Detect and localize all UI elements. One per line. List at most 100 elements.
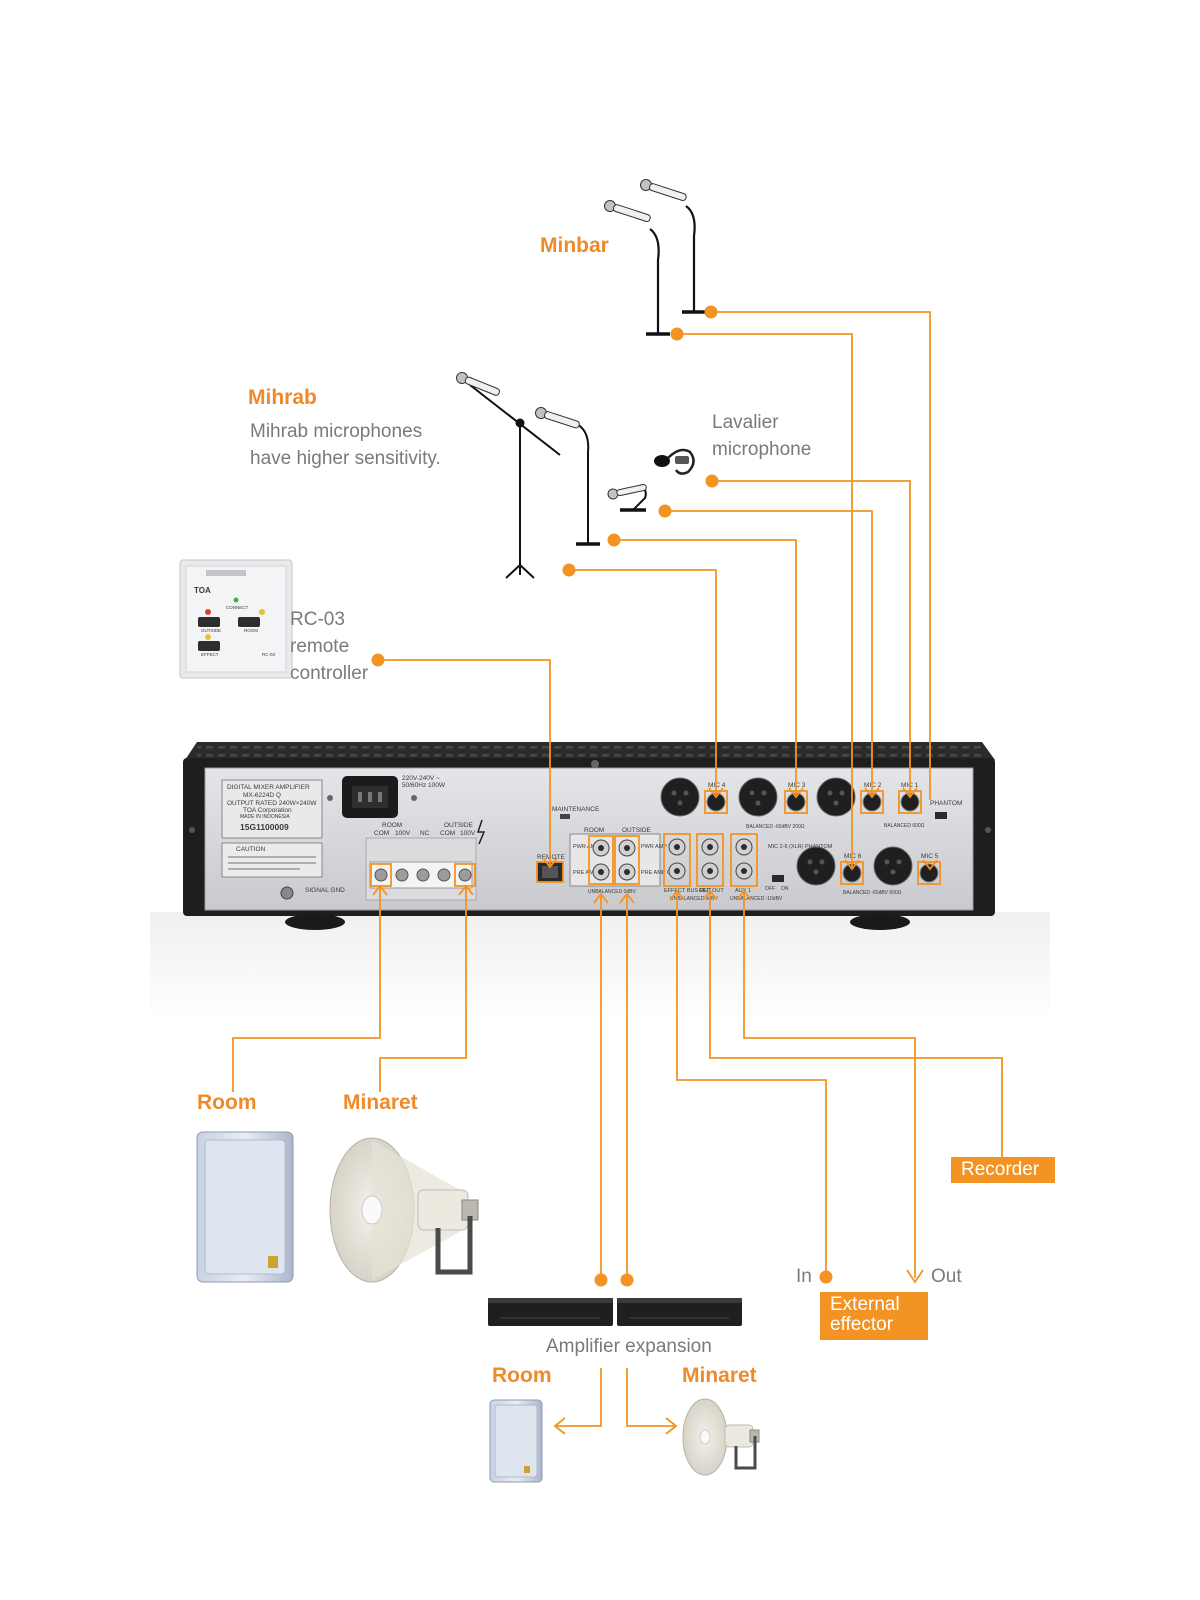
lavalier-microphone-icon xyxy=(654,448,695,475)
line-minbar-b-mic6 xyxy=(677,333,853,868)
label-rc03-line2: remote xyxy=(290,636,350,657)
connection-dots xyxy=(371,305,833,1287)
label-room-expansion: Room xyxy=(492,1364,552,1387)
label-lavalier-line1: Lavalier xyxy=(712,412,779,433)
svg-text:TOA Corporation: TOA Corporation xyxy=(243,807,292,814)
svg-text:OFF: OFF xyxy=(765,886,775,892)
recorder-box: Recorder xyxy=(951,1157,1055,1183)
rca-amp-io: ROOM OUTSIDE PWR AMP IN PRE AMP OUT PWR … xyxy=(569,827,679,895)
svg-text:100V: 100V xyxy=(395,830,411,837)
svg-text:CONNECT: CONNECT xyxy=(226,605,249,610)
svg-text:MAINTENANCE: MAINTENANCE xyxy=(552,806,600,813)
mihrab-mic-heads xyxy=(456,372,647,500)
line-recorder xyxy=(709,892,1003,1158)
room-speaker xyxy=(196,1131,294,1283)
line-desk-mic-mic2 xyxy=(665,510,873,795)
mic-inputs: MIC 4 MIC 3 MIC 2 MIC 1 MIC 6 MIC 5 PHAN… xyxy=(660,777,962,896)
svg-text:REMOTE: REMOTE xyxy=(537,854,565,861)
line-minaret-speaker xyxy=(379,888,467,1092)
minbar-mic-a-stand xyxy=(685,205,696,312)
rca-line-io: EFFECT BUS OUT REC OUT AUX 1 UNBALANCED … xyxy=(663,833,783,902)
line-lavalier-mic1 xyxy=(712,480,911,795)
svg-text:PHANTOM: PHANTOM xyxy=(930,800,962,807)
connection-arrows xyxy=(372,787,938,1435)
external-effector-line2: effector xyxy=(830,1314,894,1335)
svg-text:REC OUT: REC OUT xyxy=(699,888,724,894)
svg-text:PRE AMP OUT: PRE AMP OUT xyxy=(641,870,679,876)
line-exp-minaret xyxy=(626,1368,676,1427)
svg-text:220V-240V ~: 220V-240V ~ xyxy=(402,775,440,782)
svg-text:BALANCED -60dBV 600Ω: BALANCED -60dBV 600Ω xyxy=(843,890,902,896)
minbar-mic-b-stand xyxy=(649,228,660,334)
line-mihrab-b-mic4 xyxy=(569,569,717,795)
rc03-room-button xyxy=(238,617,260,627)
svg-text:MX-6224D Q: MX-6224D Q xyxy=(243,792,281,799)
minbar-mic-heads xyxy=(604,179,687,223)
rc03-effect-button xyxy=(198,641,220,651)
svg-text:MIC 2-6 (XLR) PHANTOM: MIC 2-6 (XLR) PHANTOM xyxy=(768,844,833,850)
label-minaret: Minaret xyxy=(343,1091,418,1114)
svg-text:MADE IN INDONESIA: MADE IN INDONESIA xyxy=(240,814,290,820)
svg-text:100V: 100V xyxy=(460,830,476,837)
svg-text:UNBALANCED 0dBV: UNBALANCED 0dBV xyxy=(670,896,718,902)
svg-text:BALANCED -60dBV 200Ω: BALANCED -60dBV 200Ω xyxy=(746,824,805,830)
svg-text:PWR AMP IN: PWR AMP IN xyxy=(641,844,674,850)
rc03-remote-controller: TOA CONNECT OUTSIDE ROOM EFFECT RC-03 xyxy=(179,559,293,679)
line-mihrab-a-mic3 xyxy=(614,539,797,795)
svg-text:CAUTION: CAUTION xyxy=(236,846,266,853)
svg-text:ROOM: ROOM xyxy=(382,822,402,829)
minbar-microphones xyxy=(646,205,706,336)
svg-text:15G1100009: 15G1100009 xyxy=(240,822,289,832)
signal-gnd: SIGNAL GND xyxy=(280,886,345,900)
speaker-terminal-block: ROOM OUTSIDE COM 100V NC COM 100V xyxy=(365,819,486,901)
connection-lines xyxy=(232,311,1003,1427)
svg-text:BALANCED 600Ω: BALANCED 600Ω xyxy=(884,823,925,829)
line-effect-out xyxy=(743,892,916,1278)
external-effector-box: External effector xyxy=(820,1292,928,1340)
svg-text:EFFECT: EFFECT xyxy=(201,652,219,657)
power-inlet: 220V-240V ~ 50/60Hz 100W xyxy=(327,775,446,818)
line-minbar-a-mic5 xyxy=(711,311,931,800)
line-effect-in xyxy=(676,892,827,1277)
svg-text:DIGITAL MIXER AMPLIFIER: DIGITAL MIXER AMPLIFIER xyxy=(227,784,310,791)
mihrab-microphones xyxy=(469,384,647,579)
svg-text:COM: COM xyxy=(440,830,455,837)
minaret-horn-speaker-small xyxy=(682,1398,760,1476)
expansion-amplifiers xyxy=(488,1298,742,1326)
label-lavalier-line2: microphone xyxy=(712,439,812,460)
svg-text:NC: NC xyxy=(420,830,430,837)
rc03-brand: TOA xyxy=(194,586,211,595)
line-remote xyxy=(378,659,551,865)
minaret-horn-speaker xyxy=(329,1137,479,1283)
line-room-speaker xyxy=(232,888,381,1092)
mihrab-note-line2: have higher sensitivity. xyxy=(250,448,441,469)
label-effector-in: In xyxy=(796,1266,812,1287)
svg-text:OUTSIDE: OUTSIDE xyxy=(622,827,652,834)
amp-nameplate: DIGITAL MIXER AMPLIFIER MX-6224D Q OUTPU… xyxy=(221,779,323,839)
label-minaret-expansion: Minaret xyxy=(682,1364,757,1387)
label-minbar: Minbar xyxy=(540,234,609,257)
svg-text:PRE AMP OUT: PRE AMP OUT xyxy=(573,870,611,876)
svg-text:UNBALANCED 0dBV: UNBALANCED 0dBV xyxy=(588,889,636,895)
amp-caution-label: CAUTION xyxy=(221,842,323,878)
svg-text:ROOM: ROOM xyxy=(244,628,258,633)
svg-text:OUTPUT RATED 240W×240W: OUTPUT RATED 240W×240W xyxy=(227,800,317,807)
svg-text:UNBALANCED -10dBV: UNBALANCED -10dBV xyxy=(730,896,783,902)
mixer-amplifier-rear: DIGITAL MIXER AMPLIFIER MX-6224D Q OUTPU… xyxy=(150,742,1050,1022)
svg-text:ROOM: ROOM xyxy=(584,827,604,834)
svg-text:OUTSIDE: OUTSIDE xyxy=(444,822,474,829)
label-amplifier-expansion: Amplifier expansion xyxy=(546,1336,712,1357)
line-exp-room xyxy=(555,1368,602,1427)
label-rc03-line1: RC-03 xyxy=(290,609,345,630)
external-effector-line1: External xyxy=(830,1294,900,1315)
svg-text:ON: ON xyxy=(781,886,789,892)
label-mihrab: Mihrab xyxy=(248,386,317,409)
svg-text:RC-03: RC-03 xyxy=(262,652,276,657)
svg-text:EFFECT BUS OUT: EFFECT BUS OUT xyxy=(664,888,712,894)
room-speaker-small xyxy=(489,1399,543,1483)
svg-text:MIC 5: MIC 5 xyxy=(921,853,939,860)
svg-text:50/60Hz 100W: 50/60Hz 100W xyxy=(402,782,446,789)
svg-text:COM: COM xyxy=(374,830,389,837)
